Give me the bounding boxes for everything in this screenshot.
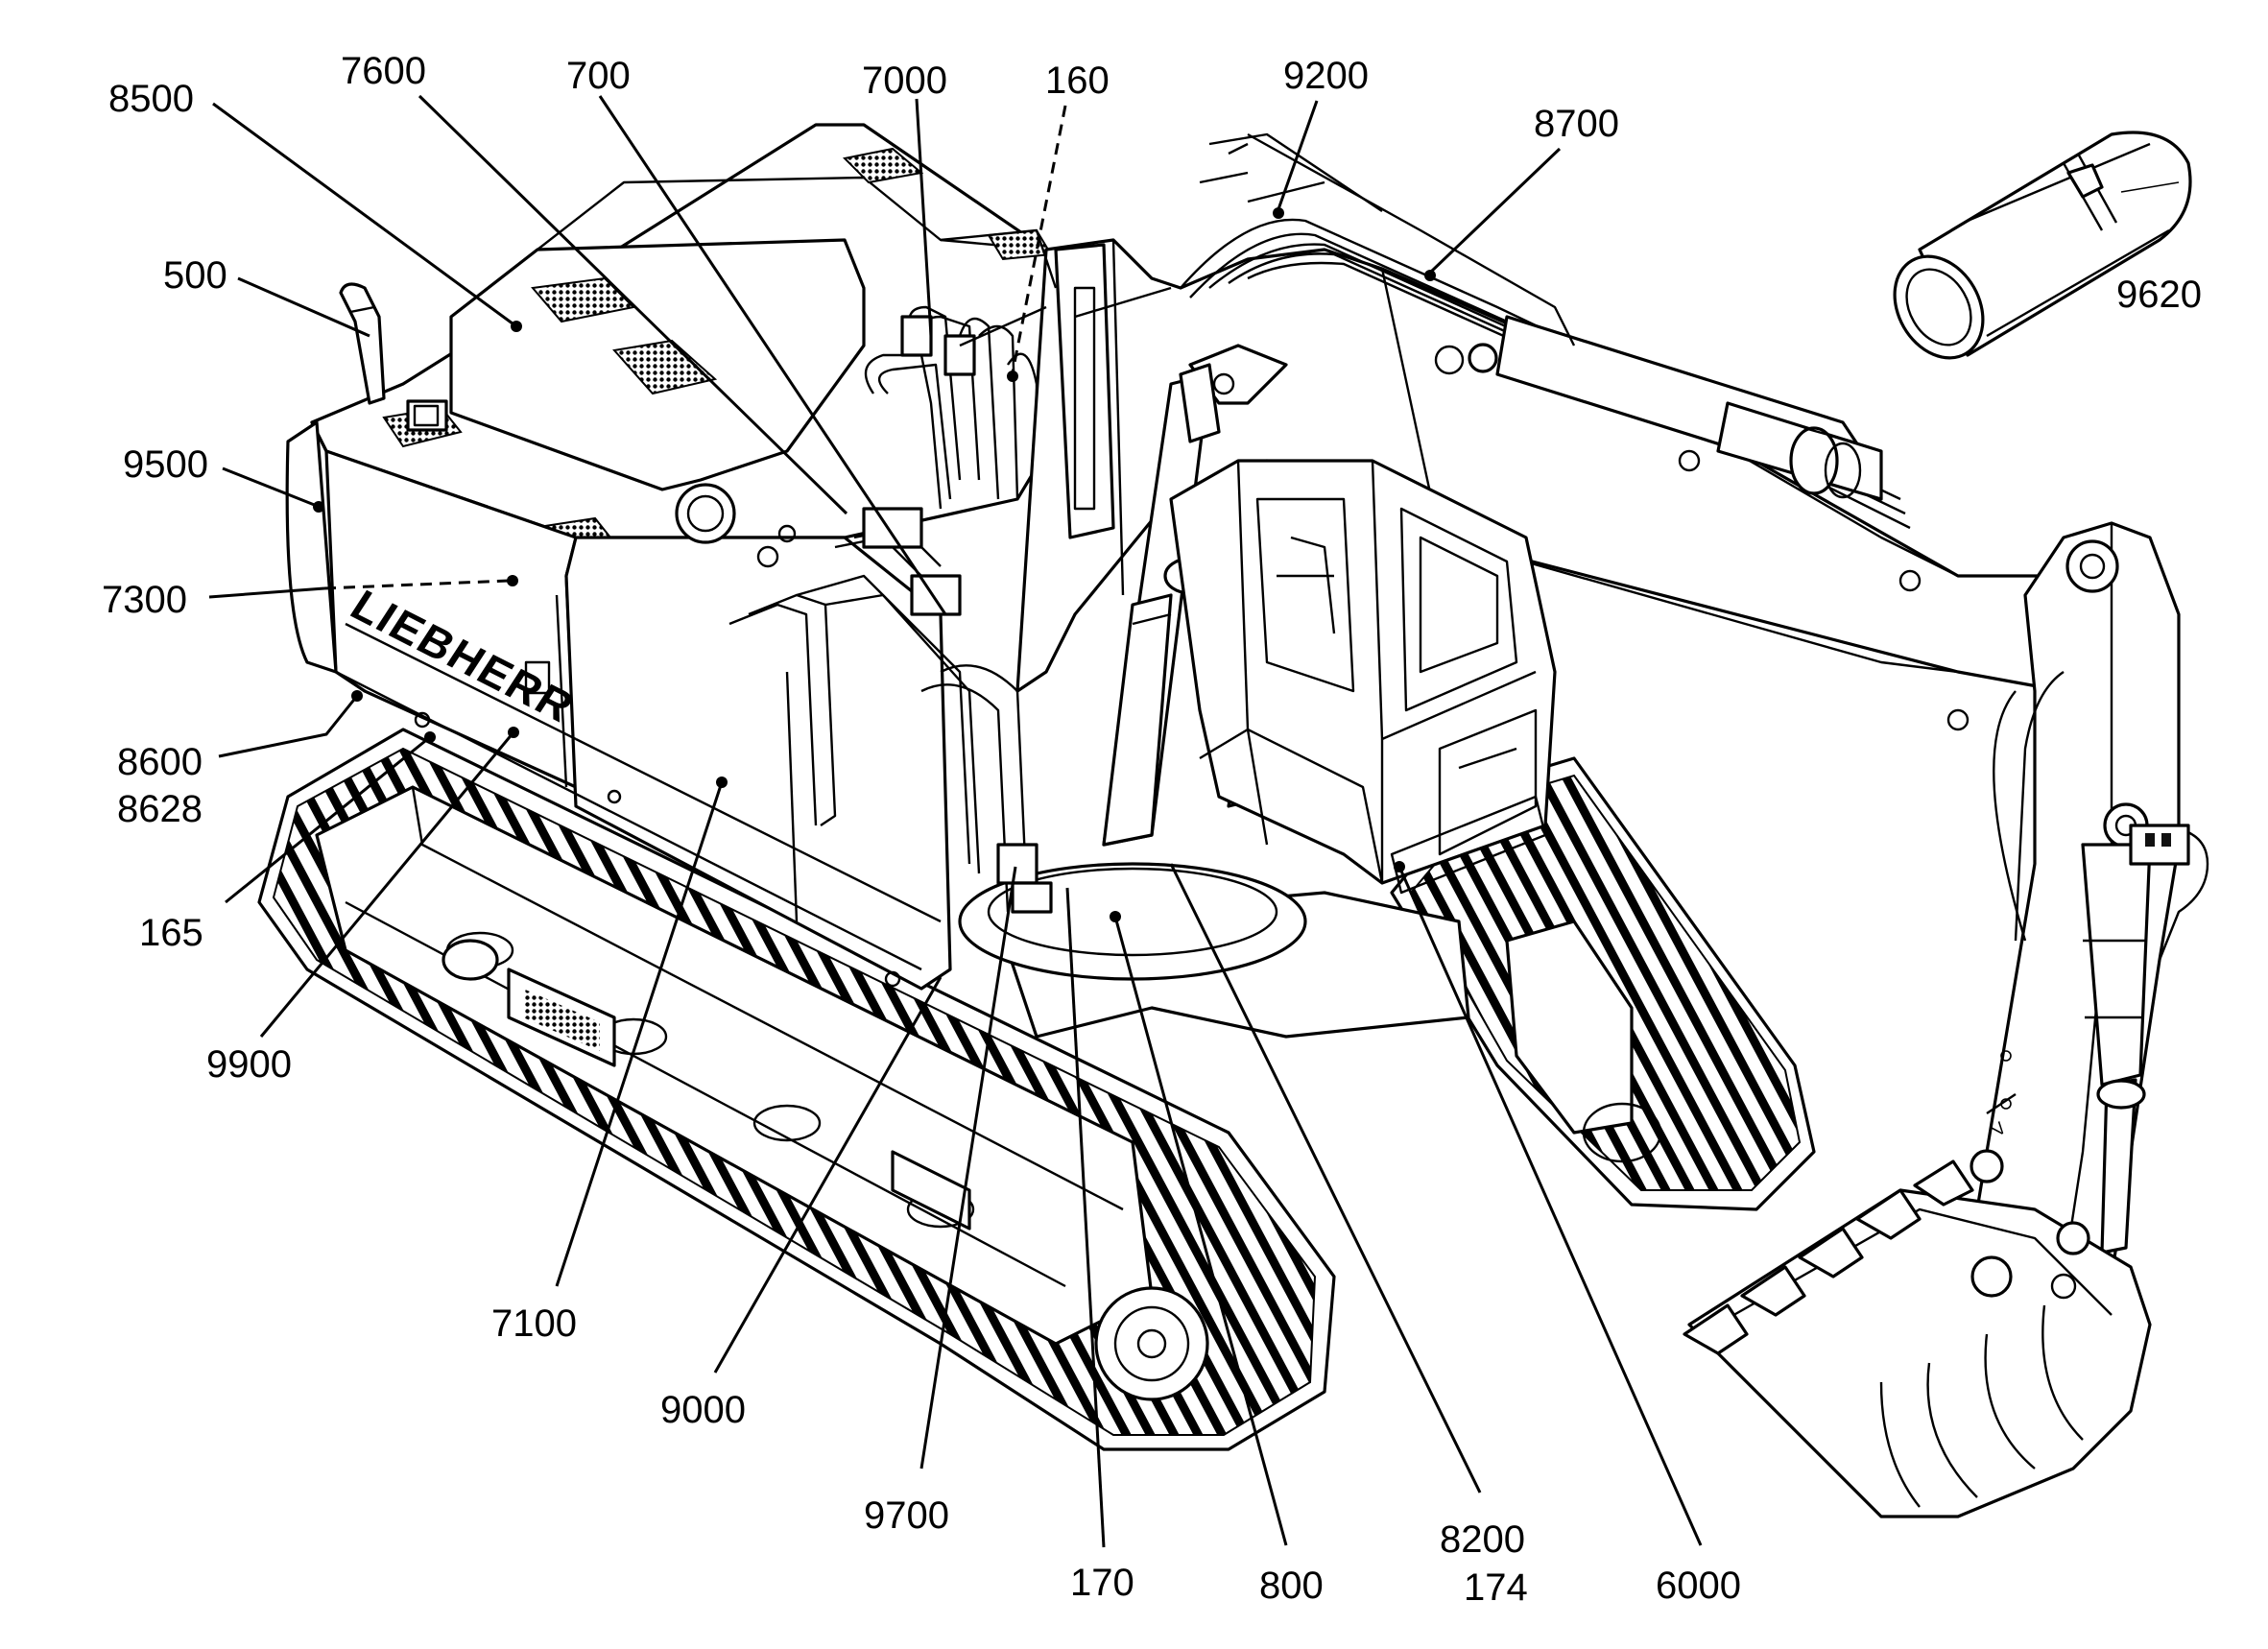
callout-7300: 7300 [102,579,187,621]
callout-9700: 9700 [864,1494,949,1537]
excavator-drawing: LIEBHERR [257,123,2209,1518]
leader-9200 [1277,100,1319,210]
callout-8628: 8628 [117,788,203,830]
leader-9900 [259,731,515,1038]
frame-details [940,132,1576,347]
callout-9500: 9500 [123,443,208,486]
leader-7000 [915,98,933,337]
callout-leader-lines [208,94,1703,1548]
leader-7300-dashed [323,579,510,590]
leader-7300 [208,586,325,599]
right-crawler-track [1390,756,1816,1211]
bucket [1683,1149,2152,1518]
callout-9620: 9620 [2116,274,2202,316]
leader-8600 [218,695,359,758]
leader-7600 [418,94,848,515]
leader-500 [237,276,370,338]
operator-cab [1169,459,1557,895]
leader-9500 [222,466,318,508]
callout-6000: 6000 [1656,1565,1741,1607]
callout-8700: 8700 [1534,103,1619,145]
upper-carriage-housing: LIEBHERR [285,123,1077,991]
leader-165 [225,735,431,904]
callout-500: 500 [163,254,227,297]
left-crawler-track [257,728,1336,1451]
callout-9200: 9200 [1283,55,1369,97]
leader-800 [1113,916,1288,1546]
callout-9900: 9900 [206,1043,292,1086]
callout-800: 800 [1259,1565,1324,1607]
leader-160 [1011,105,1067,373]
callout-8500: 8500 [108,78,194,120]
callout-8600: 8600 [117,741,203,783]
callout-160: 160 [1045,60,1110,102]
hose-roll-accessory [1893,131,2192,360]
callout-9000: 9000 [660,1389,746,1431]
callout-8200: 8200 [1440,1518,1525,1561]
callout-7000: 7000 [862,60,947,102]
leader-8500 [212,102,517,328]
leader-9700 [919,866,1017,1470]
leader-8700 [1428,147,1562,275]
leader-700 [598,95,947,615]
callout-labels: 8500 7600 700 7000 160 9200 8700 9620 50… [102,50,2202,1609]
leader-8200 [1169,863,1482,1494]
callout-7100: 7100 [491,1302,577,1345]
leader-9000 [713,976,943,1374]
callout-7600: 7600 [341,50,426,92]
leader-6000 [1397,866,1703,1546]
stick-arm: V [1975,521,2209,1326]
callout-170: 170 [1070,1562,1134,1604]
leader-170 [1065,887,1106,1548]
callout-165: 165 [139,912,203,954]
leader-7100 [555,781,724,1287]
callout-700: 700 [566,55,631,97]
callout-174: 174 [1464,1566,1528,1609]
